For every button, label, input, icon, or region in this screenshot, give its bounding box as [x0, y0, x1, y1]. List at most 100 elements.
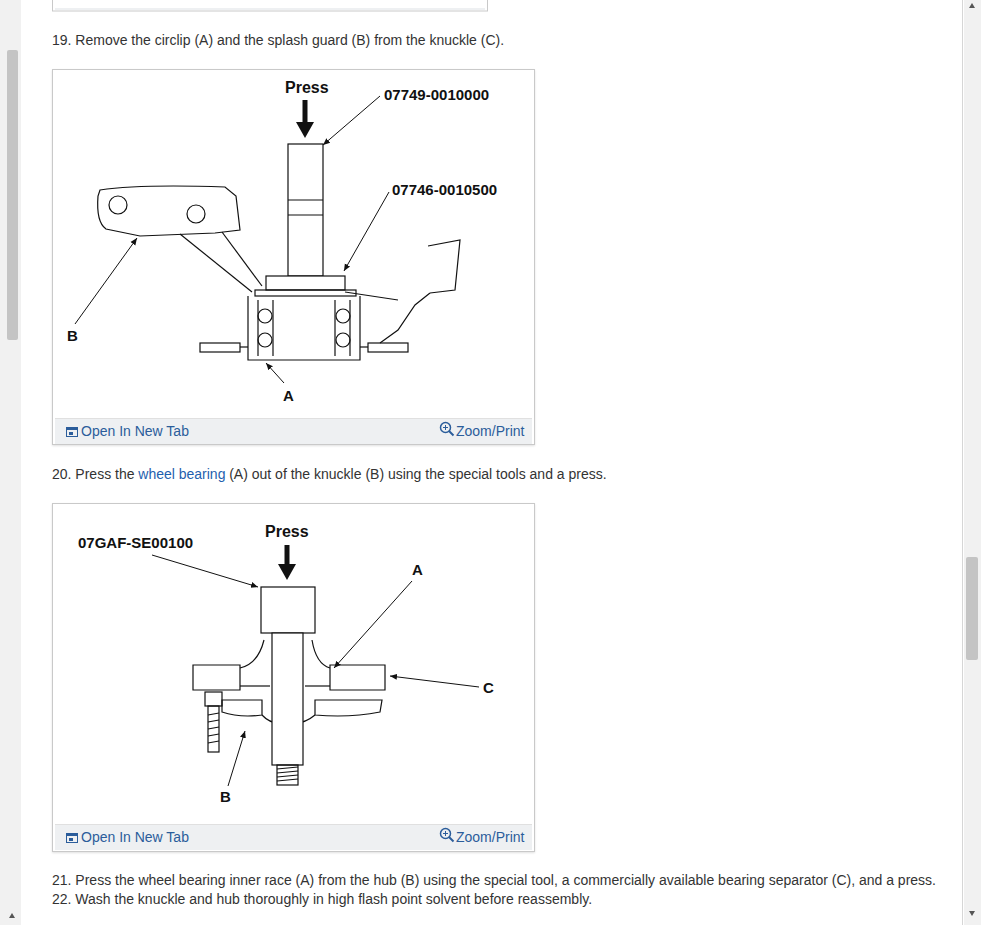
driver-shaft	[272, 633, 303, 765]
tool-line	[288, 214, 323, 215]
knuckle-illustration	[98, 144, 460, 360]
instruction-text: (A) out of the knuckle (B) using the spe…	[229, 466, 606, 482]
leader-line	[75, 238, 137, 324]
support-flange	[200, 343, 240, 352]
scrollbar-track	[0, 0, 21, 925]
part-number: 07746-0010500	[392, 181, 497, 199]
leader-line	[390, 676, 479, 687]
tool-line	[288, 199, 323, 200]
leader-line	[228, 731, 245, 786]
icon-bar	[67, 428, 78, 431]
zoom-link: Zoom/Print	[456, 828, 524, 846]
bearing-edge	[305, 685, 330, 686]
bearing-race	[272, 300, 273, 356]
arrow-head	[278, 564, 296, 580]
leader-line	[344, 192, 389, 271]
wheel-bolt	[208, 706, 219, 752]
part-number: 07749-0010000	[384, 86, 489, 104]
zoom-icon	[439, 421, 455, 437]
hub-flange	[315, 700, 382, 716]
press-tool-shaft	[288, 144, 323, 276]
knuckle-edge	[222, 232, 262, 286]
bearing-ball	[258, 309, 272, 323]
hub-flange	[222, 700, 262, 716]
knuckle-flange	[330, 665, 385, 690]
scroll-arrow	[9, 913, 15, 918]
leader-line	[266, 363, 284, 383]
scroll-arrow	[969, 911, 975, 916]
link-text: wheel bearing	[138, 466, 225, 482]
support-edge	[360, 346, 368, 347]
open-link: Open In New Tab	[81, 828, 189, 846]
part-number: 07GAF-SE00100	[78, 534, 193, 552]
knuckle-edge	[180, 234, 252, 292]
leader-line	[334, 581, 412, 668]
open-tab-icon	[65, 831, 79, 845]
content-border	[962, 0, 963, 925]
icon-dot	[69, 432, 73, 435]
support-edge	[240, 346, 248, 347]
bearing-top	[255, 290, 356, 296]
driver-thread	[277, 765, 298, 785]
knuckle-flange	[193, 665, 240, 690]
press-label: Press	[285, 79, 329, 97]
icon-bar	[67, 834, 78, 837]
wheel-bolt-head	[205, 692, 222, 706]
zoom-icon	[439, 827, 455, 843]
instruction-text: 22. Wash the knuckle and hub thoroughly …	[52, 891, 592, 907]
leader-line	[323, 96, 380, 145]
arrow-head	[296, 122, 314, 138]
arrow-shaft	[285, 545, 290, 566]
leader-lines	[152, 555, 479, 786]
step-text: 21. Press the wheel bearing inner race (…	[52, 871, 936, 889]
hub-illustration	[193, 587, 385, 785]
instruction-text: 20. Press the	[52, 466, 135, 482]
press-arrow	[296, 100, 314, 138]
callout-letter: C	[483, 679, 494, 697]
bearing-ball	[258, 333, 272, 347]
instruction-text: 19. Remove the circlip (A) and the splas…	[52, 32, 504, 48]
previous-frame	[53, 0, 488, 11]
icon-frame	[67, 428, 78, 437]
leader-lines	[75, 96, 389, 383]
bearing-race	[349, 300, 350, 356]
scrollbar-thumb	[7, 50, 18, 340]
bearing-edge	[240, 685, 270, 686]
press-tool-plate	[266, 276, 345, 290]
callout-letter: A	[283, 387, 294, 405]
bolt-thread	[208, 713, 219, 743]
zoom-link: Zoom/Print	[456, 422, 524, 440]
bearing-curve	[240, 640, 264, 668]
icon-plus	[445, 831, 446, 836]
callout-letter: A	[412, 561, 423, 579]
instruction-text: 21. Press the wheel bearing inner race (…	[52, 872, 936, 888]
press-label: Press	[265, 523, 309, 541]
icon-dot	[69, 838, 73, 841]
bearing-ball	[336, 309, 350, 323]
icon-handle	[449, 431, 454, 436]
step-text: 19. Remove the circlip (A) and the splas…	[52, 31, 504, 49]
mount-hole	[187, 205, 205, 223]
callout-letter: B	[67, 327, 78, 345]
bearing-ball	[336, 333, 350, 347]
driver-head	[261, 587, 315, 633]
mount-hole	[109, 196, 127, 214]
step-text: 22. Wash the knuckle and hub thoroughly …	[52, 890, 592, 908]
previous-frame-bar	[55, 8, 485, 10]
bearing-housing	[248, 296, 360, 360]
figure-frame: 07GAF-SE00100 PressA C B Open In New Tab Zoom…	[52, 503, 535, 852]
icon-plus	[445, 425, 446, 430]
leader-line	[152, 555, 258, 587]
scrollbar-thumb	[966, 557, 978, 660]
figure-frame: Press07749-001000007746-0010500BAOpen In…	[52, 69, 535, 445]
icon-frame	[67, 834, 78, 843]
knuckle-edge	[380, 293, 430, 343]
scrollbar-track	[964, 0, 981, 925]
callout-letter: B	[220, 788, 231, 806]
scroll-arrow	[969, 3, 975, 8]
press-arrow	[278, 545, 296, 580]
step-text: 20. Press thewheel bearing(A) out of the…	[52, 465, 607, 483]
support-flange	[368, 343, 408, 352]
